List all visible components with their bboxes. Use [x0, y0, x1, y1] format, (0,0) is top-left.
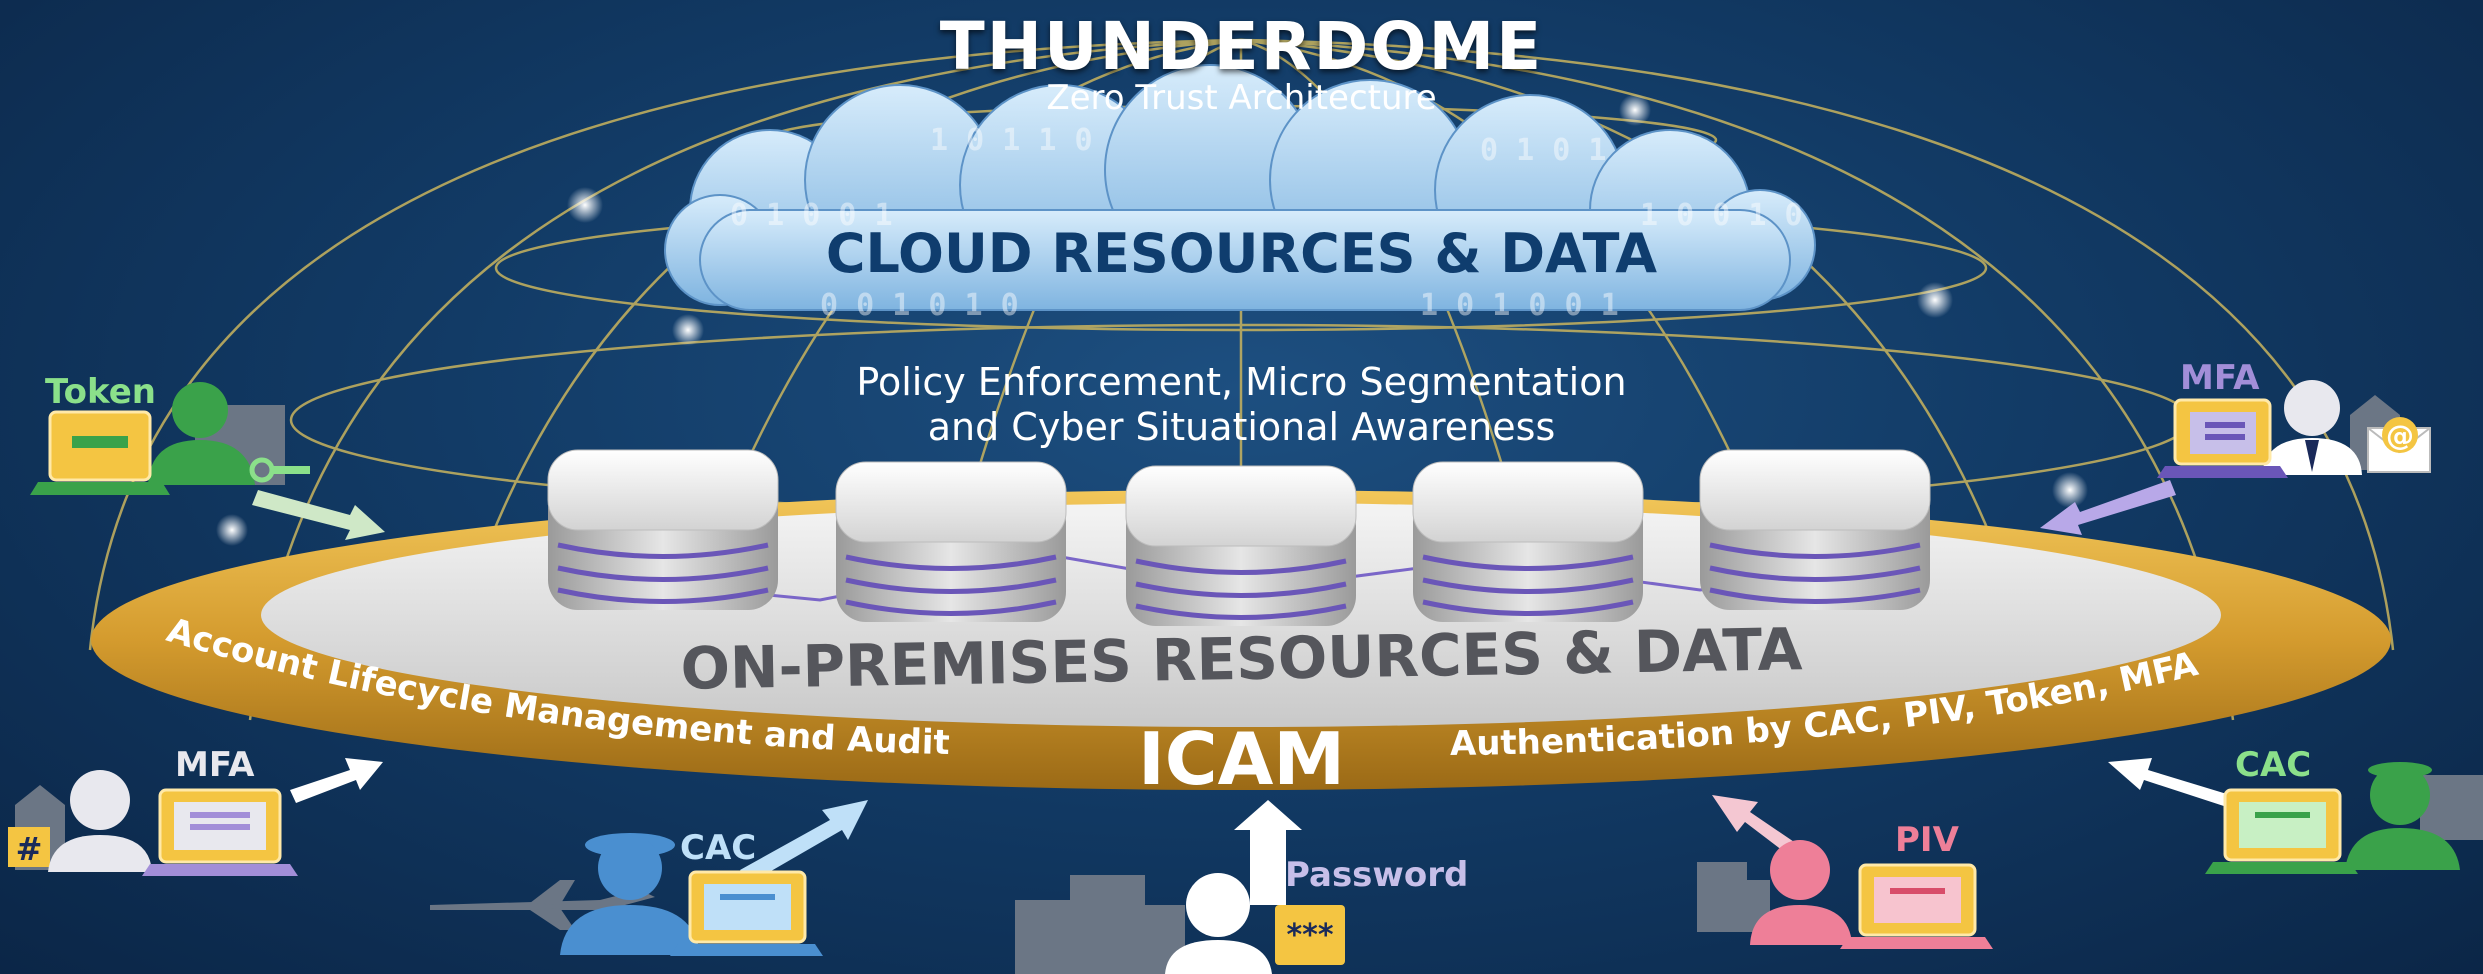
- password-user: ***: [1015, 873, 1345, 974]
- diagram-subtitle: Zero Trust Architecture: [1046, 78, 1437, 118]
- arrow-icon: [1712, 795, 1803, 860]
- server-icon: [1699, 449, 1931, 610]
- svg-text:0 1 0 0 1: 0 1 0 0 1: [730, 198, 893, 233]
- laptop-icon: [2205, 788, 2358, 874]
- token-user: [30, 382, 310, 495]
- person-icon: [560, 833, 700, 955]
- building-icon: [2420, 775, 2483, 840]
- svg-text:1 0 1 1 0: 1 0 1 1 0: [930, 123, 1093, 158]
- hash-symbol: #: [16, 830, 43, 868]
- piv-label: PIV: [1895, 820, 1959, 860]
- arrow-icon: [2108, 758, 2240, 810]
- person-icon: [1750, 840, 1852, 945]
- laptop-icon: [1840, 863, 1993, 949]
- person-icon: [1165, 873, 1272, 974]
- server-icon: [835, 461, 1067, 622]
- key-icon: [249, 457, 310, 483]
- piv-user: [1697, 840, 1993, 949]
- mfa-user-left: #: [8, 770, 298, 876]
- laptop-icon: [2157, 398, 2288, 478]
- person-icon: [2345, 762, 2460, 870]
- laptop-icon: [30, 410, 170, 495]
- email-icon: @: [2367, 417, 2431, 473]
- email-at-symbol: @: [2386, 419, 2414, 452]
- person-icon: [148, 382, 255, 485]
- person-icon: [48, 770, 152, 872]
- password-mask: ***: [1286, 918, 1333, 953]
- svg-text:0 0 1 0 1 0: 0 0 1 0 1 0: [820, 288, 1019, 323]
- arrow-icon: [252, 490, 385, 540]
- cac-user-right: [2205, 762, 2483, 874]
- svg-text:1 0 1 0 0 1: 1 0 1 0 0 1: [1420, 288, 1619, 323]
- policy-line-2: and Cyber Situational Awareness: [927, 405, 1556, 449]
- hash-badge: [8, 827, 50, 867]
- building-icon: [1697, 862, 1770, 932]
- cac-user-left: [430, 833, 823, 956]
- arrow-icon: [2040, 480, 2176, 535]
- svg-text:1 0 0 1 0: 1 0 0 1 0: [1640, 198, 1803, 233]
- diagram-title: THUNDERDOME: [939, 8, 1544, 85]
- cac-right-label: CAC: [2235, 745, 2312, 785]
- svg-text:0 1 0 1: 0 1 0 1: [1480, 133, 1606, 168]
- server-stacks: [547, 449, 1931, 626]
- cloud-resources-label: CLOUD RESOURCES & DATA: [825, 222, 1658, 285]
- laptop-icon: [142, 788, 298, 876]
- cloud-binary-pattern: 0 1 0 0 1 1 0 1 1 0 0 1 0 1 1 0 0 1 0 0 …: [730, 123, 1803, 323]
- server-icon: [1412, 461, 1644, 622]
- laptop-icon: [670, 870, 823, 956]
- arrow-icon: [740, 800, 868, 882]
- password-card: [1275, 905, 1345, 965]
- password-label: Password: [1285, 855, 1469, 895]
- server-icon: [547, 449, 779, 610]
- mfa-right-label: MFA: [2180, 358, 2260, 398]
- person-icon: [2262, 380, 2362, 475]
- building-icon: [1015, 875, 1185, 974]
- policy-line-1: Policy Enforcement, Micro Segmentation: [856, 360, 1627, 404]
- arrow-icon: [1234, 800, 1302, 905]
- cac-left-label: CAC: [680, 828, 757, 868]
- server-icon: [1125, 465, 1357, 626]
- token-label: Token: [45, 372, 156, 412]
- cloud-icon: [664, 64, 1816, 311]
- access-arrows: [252, 480, 2240, 905]
- mfa-user-right: @: [2157, 380, 2431, 478]
- mfa-left-label: MFA: [175, 745, 255, 785]
- icam-label: ICAM: [1138, 717, 1345, 801]
- arrow-icon: [290, 758, 383, 803]
